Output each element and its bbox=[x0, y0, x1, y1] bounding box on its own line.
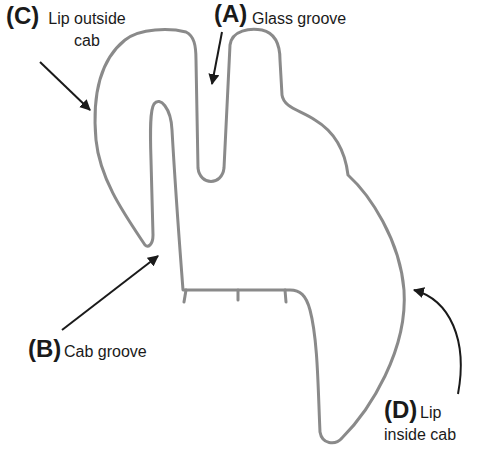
part-label: Lip inside cab bbox=[384, 402, 474, 446]
callout-letter: (D) bbox=[384, 396, 417, 424]
part-label: Cab groove bbox=[64, 341, 147, 363]
leader-arrow bbox=[40, 62, 90, 110]
part-label: Lip outside cab bbox=[44, 8, 130, 52]
callout-letter: (C) bbox=[6, 2, 39, 30]
leader-arrow bbox=[212, 32, 222, 84]
part-label: Glass groove bbox=[252, 8, 346, 30]
callout-letter: (A) bbox=[214, 0, 247, 28]
callout-letter: (B) bbox=[28, 335, 61, 363]
seal-profile bbox=[95, 29, 404, 442]
seal-feet bbox=[184, 290, 286, 302]
leader-arrow bbox=[414, 290, 461, 394]
leader-arrows bbox=[40, 32, 461, 394]
leader-arrow bbox=[62, 256, 158, 330]
